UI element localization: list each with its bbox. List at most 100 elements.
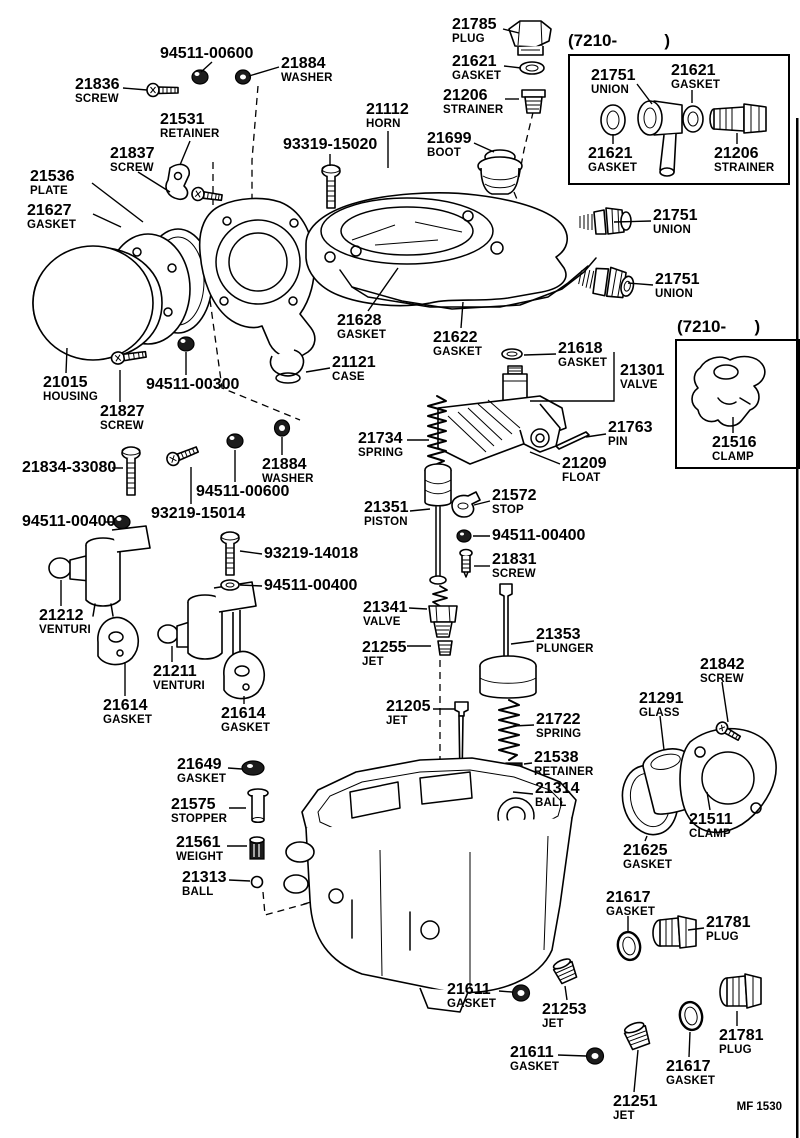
leader-line — [529, 451, 561, 465]
part-number: 94511-00400 — [264, 577, 358, 594]
part-number: 21313 — [182, 869, 227, 886]
part-name: GASKET — [221, 722, 271, 734]
leader-line — [530, 352, 615, 402]
leader-line — [502, 28, 520, 34]
part-name: SCREW — [492, 568, 536, 580]
part-number: 21751 — [655, 271, 700, 288]
part-number: 21575 — [171, 796, 216, 813]
part-name: VALVE — [363, 616, 401, 628]
part-number: 21251 — [613, 1093, 658, 1110]
leader-line — [627, 282, 654, 286]
leader-line — [460, 301, 464, 329]
part-number: 21618 — [558, 340, 603, 357]
part-number: 94511-00600 — [160, 45, 254, 62]
part-number: 93219-14018 — [264, 545, 359, 562]
part-drawing-21621-gasket-top — [519, 61, 545, 75]
part-name: VALVE — [620, 379, 658, 391]
part-drawing-box1-21206-strainer — [709, 103, 767, 134]
part-name: SCREW — [110, 162, 154, 174]
part-number: 21353 — [536, 626, 581, 643]
leader-line — [409, 508, 431, 512]
part-number: 21205 — [386, 698, 431, 715]
leader-line — [305, 367, 331, 373]
part-name: SCREW — [75, 93, 119, 105]
leader-line — [498, 990, 513, 993]
leader-line — [248, 66, 280, 77]
part-drawing-21351-piston — [424, 463, 452, 585]
part-number: 94511-00400 — [22, 513, 116, 530]
part-number: 94511-00600 — [196, 483, 290, 500]
part-drawing-21617-gasket-1 — [616, 930, 642, 962]
leader-line — [473, 500, 491, 506]
leader-line — [636, 83, 653, 105]
part-name: UNION — [591, 84, 630, 96]
leader-line — [239, 584, 263, 587]
part-drawing-93319-15020-bolt — [321, 164, 341, 209]
leader-line — [687, 927, 705, 931]
part-number: 21614 — [103, 697, 148, 714]
part-number: 21351 — [364, 499, 409, 516]
leader-line — [227, 767, 243, 770]
part-drawing-21255-jet — [437, 640, 453, 656]
leader-line — [137, 171, 171, 193]
part-number: 21625 — [623, 842, 668, 859]
leader-line — [239, 550, 263, 555]
part-number: 21511 — [689, 811, 733, 828]
part-number: 21341 — [363, 599, 408, 616]
leader-line — [585, 433, 607, 438]
part-number: 21617 — [606, 889, 651, 906]
part-drawing-94511-00300-nut — [177, 336, 195, 352]
part-drawing-21842-screw — [715, 721, 742, 741]
part-number: 21121 — [332, 354, 376, 371]
part-name: JET — [362, 656, 384, 668]
part-name: VENTURI — [39, 624, 91, 636]
leader-line — [613, 220, 652, 223]
part-drawing-box1-21621-gasket-right — [682, 105, 704, 133]
part-name: JET — [386, 715, 408, 727]
part-drawing-94511-00400-nut-center — [456, 529, 472, 543]
part-name: CLAMP — [689, 828, 731, 840]
part-name: GASKET — [666, 1075, 716, 1087]
part-drawing-21561-weight — [249, 836, 265, 860]
part-number: 21206 — [443, 87, 488, 104]
part-number: 21785 — [452, 16, 497, 33]
part-name: GASKET — [671, 79, 721, 91]
part-number: 21884 — [281, 55, 326, 72]
part-drawing-21617-gasket-2 — [678, 1000, 704, 1032]
part-name: GASKET — [433, 346, 483, 358]
part-name: GLASS — [639, 707, 680, 719]
part-number: 21781 — [706, 914, 751, 931]
part-number: 21617 — [666, 1058, 711, 1075]
part-drawing-21781-plug-2 — [719, 973, 762, 1009]
leader-line — [179, 140, 191, 166]
part-drawing-93219-15014-screw — [166, 446, 200, 467]
